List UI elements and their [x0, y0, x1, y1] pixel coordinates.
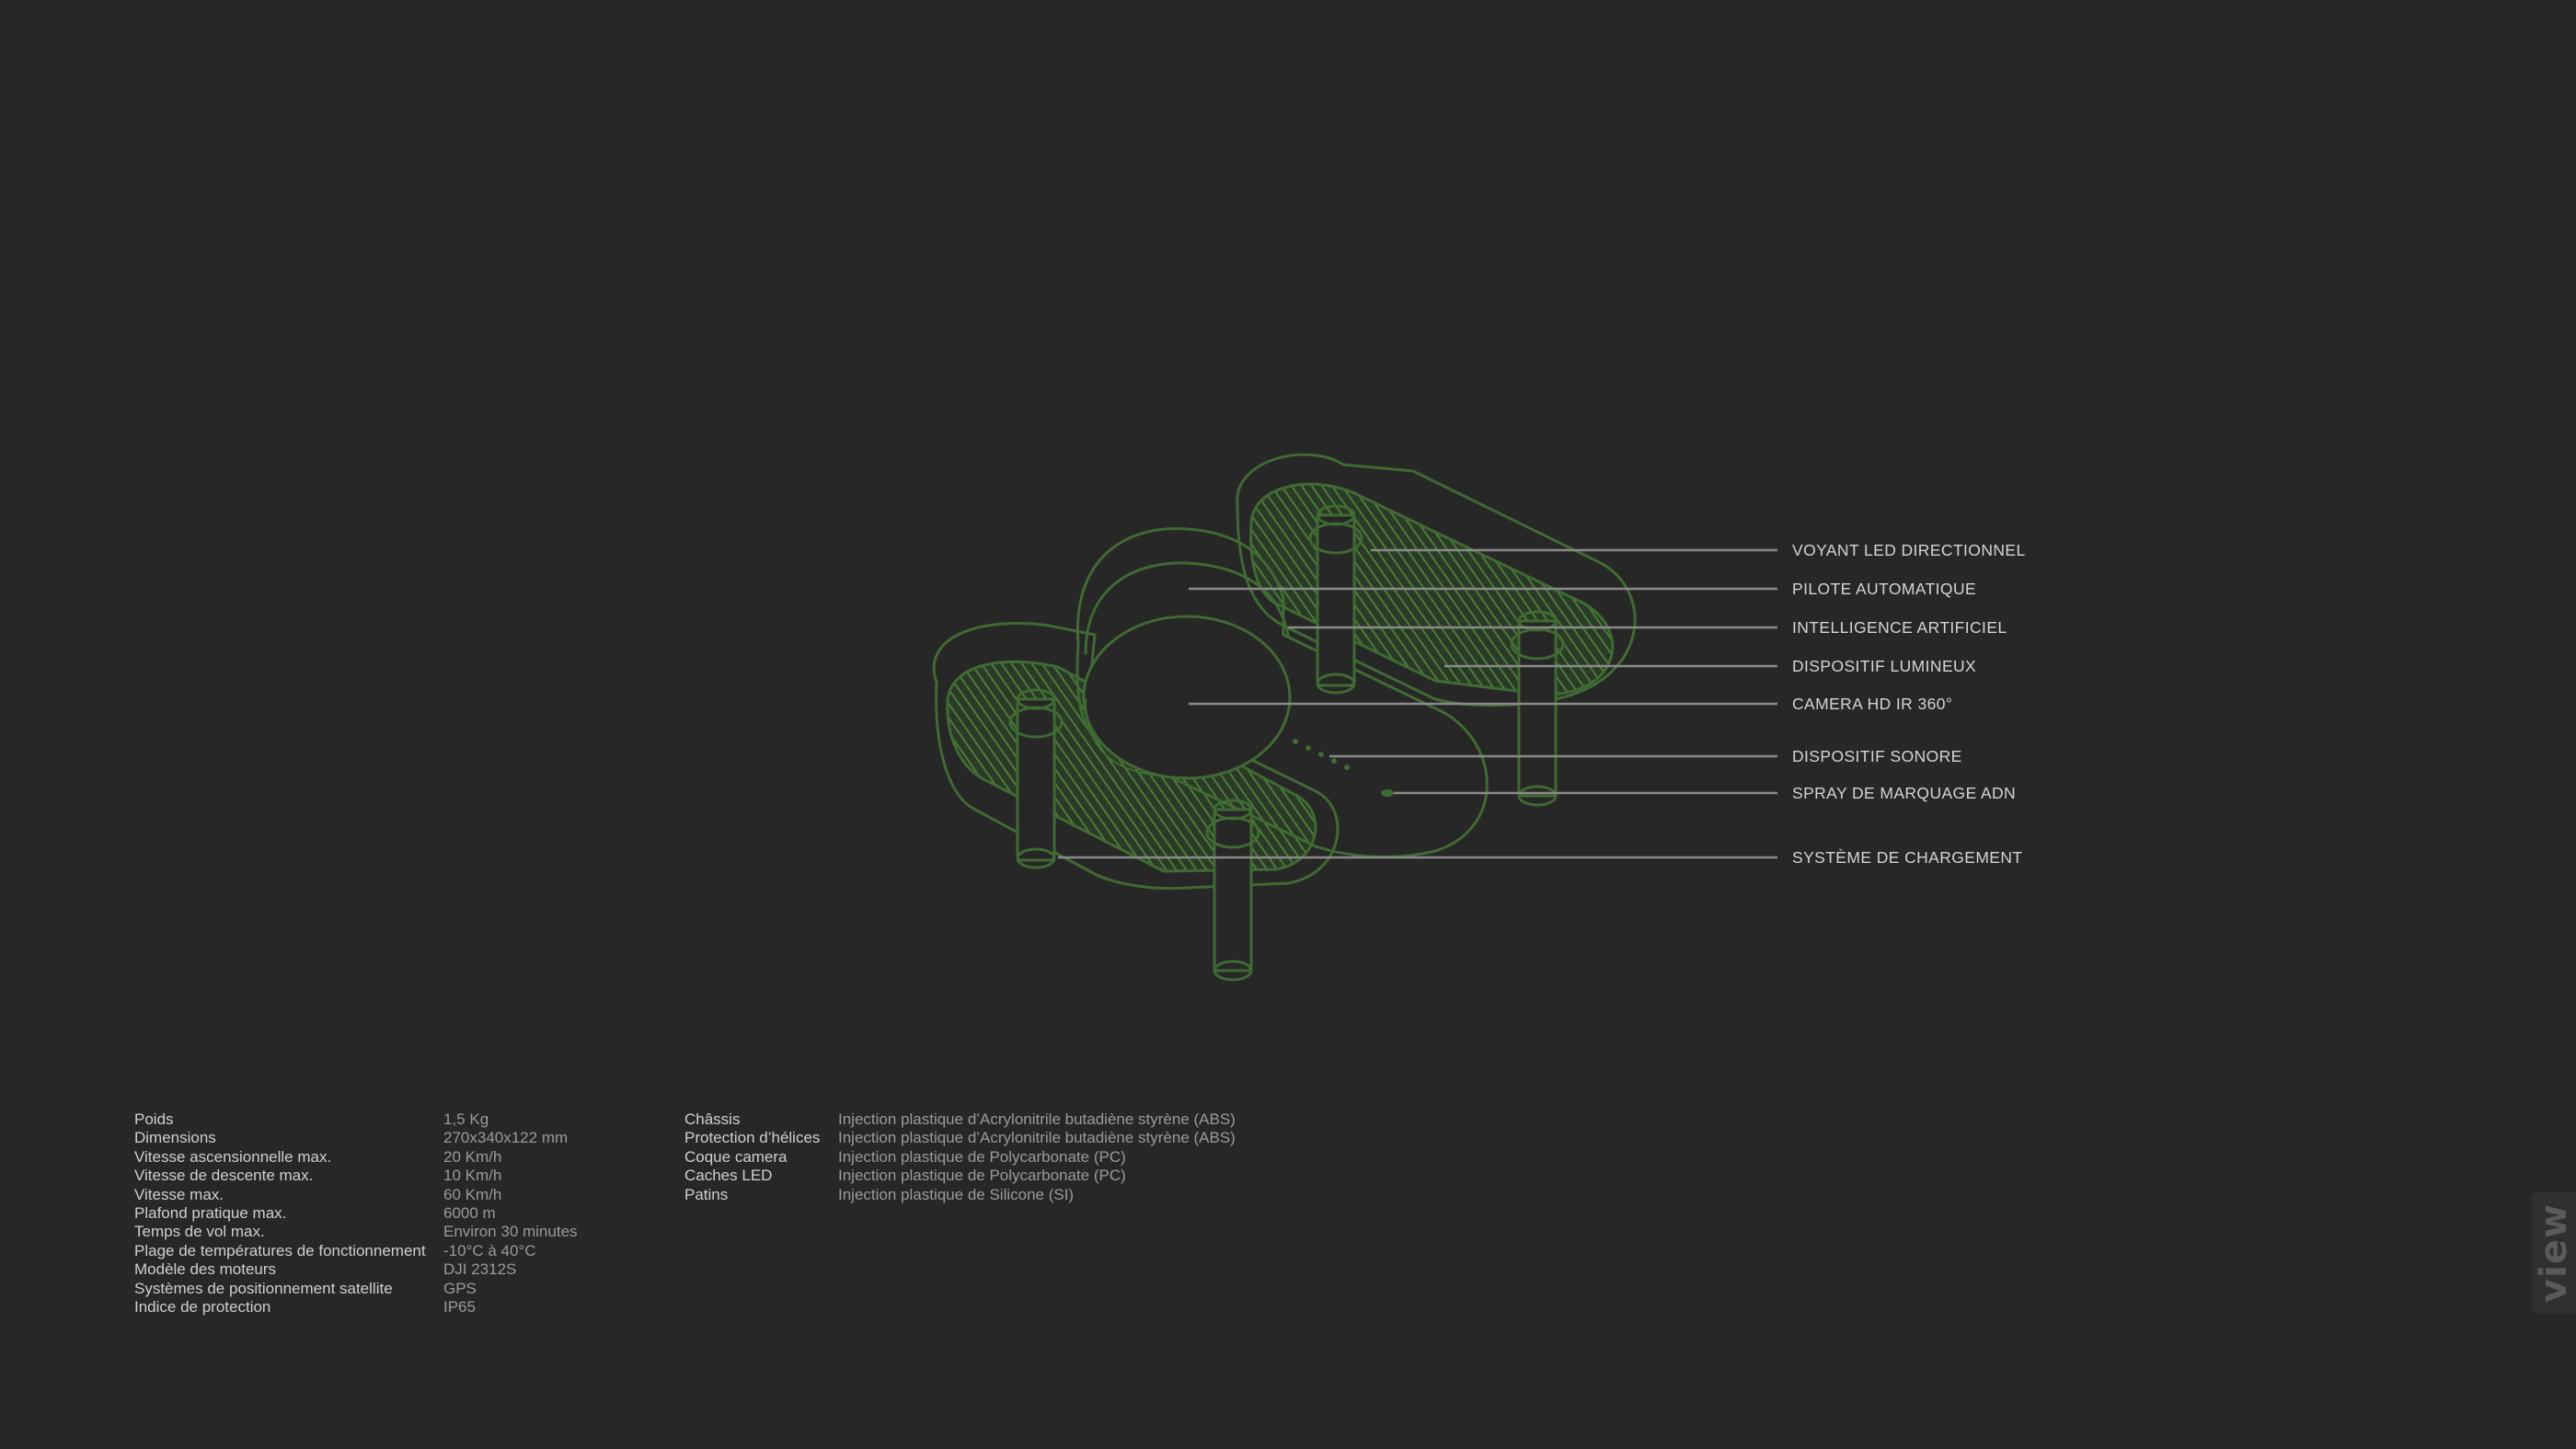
motor-post-left — [1016, 688, 1056, 869]
callout-led: VOYANT LED DIRECTIONNEL — [1792, 541, 2026, 559]
callout-ai: INTELLIGENCE ARTIFICIEL — [1792, 618, 2007, 637]
table-row: Poids 1,5 Kg — [134, 1110, 578, 1129]
callout-charging: SYSTÈME DE CHARGEMENT — [1792, 848, 2023, 867]
callout-autopilot: PILOTE AUTOMATIQUE — [1792, 580, 1977, 598]
table-row: Modèle des moteurs DJI 2312S — [134, 1260, 578, 1279]
table-row: Systèmes de positionnement satellite GPS — [134, 1280, 578, 1298]
material-key: Coque camera — [684, 1147, 788, 1166]
table-row: Protection d’hélices Injection plastique … — [684, 1129, 1236, 1147]
spec-value: IP65 — [443, 1298, 476, 1317]
spec-key: Poids — [134, 1110, 174, 1128]
spec-key: Temps de vol max. — [134, 1223, 265, 1241]
table-row: Châssis Injection plastique d’Acrylonitri… — [684, 1110, 1236, 1129]
table-row: Plafond pratique max. 6000 m — [134, 1204, 578, 1223]
spec-value: GPS — [443, 1279, 477, 1297]
motor-post-right — [1517, 610, 1558, 807]
material-value: Injection plastique de Silicone (SI) — [838, 1185, 1075, 1203]
spec-key: Vitesse ascensionnelle max. — [134, 1147, 332, 1166]
material-key: Patins — [684, 1185, 729, 1203]
spec-value: Environ 30 minutes — [443, 1223, 578, 1241]
spec-key: Indice de protection — [134, 1298, 271, 1317]
material-key: Châssis — [684, 1110, 741, 1128]
callout-light: DISPOSITIF LUMINEUX — [1792, 657, 1977, 675]
material-key: Protection d’hélices — [684, 1129, 821, 1147]
table-row: Coque camera Injection plastique de Polyc… — [684, 1148, 1236, 1167]
material-value: Injection plastique de Polycarbonate (PC… — [838, 1167, 1126, 1185]
callout-camera: CAMERA HD IR 360° — [1792, 695, 1953, 713]
material-value: Injection plastique de Polycarbonate (PC… — [838, 1147, 1126, 1166]
leader-lines — [1058, 548, 1777, 859]
spec-value: 1,5 Kg — [443, 1110, 489, 1128]
spec-value: 10 Km/h — [443, 1167, 502, 1185]
spec-key: Vitesse de descente max. — [134, 1167, 314, 1185]
camera-dome — [1082, 615, 1292, 780]
table-row: Plage de températures de fonctionnement-… — [134, 1242, 578, 1260]
table-row: Vitesse ascensionnelle max. 20 Km/h — [134, 1148, 578, 1167]
specs-table: Poids 1,5 Kg Dimensions 270x340x122 mm Vit… — [134, 1110, 578, 1317]
spec-value: -10°C à 40°C — [443, 1241, 536, 1259]
table-row: Indice de protection IP65 — [134, 1298, 578, 1317]
spec-value: 20 Km/h — [443, 1147, 502, 1166]
motor-post-rear-right — [1316, 504, 1356, 695]
rear-right-arm-outline — [1236, 453, 1637, 707]
spec-key: Plage de températures de fonctionnement — [134, 1241, 426, 1259]
material-value: Injection plastique d’Acrylonitrile buta… — [838, 1110, 1236, 1128]
spec-key: Modèle des moteurs — [134, 1260, 277, 1279]
spec-key: Dimensions — [134, 1129, 216, 1147]
table-row: Vitesse de descente max. 10 Km/h — [134, 1167, 578, 1185]
body-top-plate — [1084, 561, 1290, 655]
table-row: Dimensions 270x340x122 mm — [134, 1129, 578, 1147]
material-value: Injection plastique d’Acrylonitrile buta… — [838, 1129, 1236, 1147]
callout-sound: DISPOSITIF SONORE — [1792, 747, 1962, 765]
spec-value: 270x340x122 mm — [443, 1129, 569, 1147]
table-row: Caches LED Injection plastique de Polycar… — [684, 1167, 1236, 1185]
motor-post-front — [1213, 799, 1253, 982]
spec-key: Systèmes de positionnement satellite — [134, 1279, 393, 1297]
material-key: Caches LED — [684, 1167, 773, 1185]
left-arm-outline — [932, 622, 1340, 891]
table-row: Temps de vol max. Environ 30 minutes — [134, 1223, 578, 1241]
spec-key: Plafond pratique max. — [134, 1204, 287, 1223]
table-row: Patins Injection plastique de Silicone (S… — [684, 1186, 1236, 1204]
view-logo-tab[interactable]: view — [2532, 1192, 2576, 1314]
spec-key: Vitesse max. — [134, 1185, 224, 1203]
table-row: Vitesse max. 60 Km/h — [134, 1186, 578, 1204]
spec-value: 60 Km/h — [443, 1185, 502, 1203]
spec-value: DJI 2312S — [443, 1260, 517, 1279]
callout-spray: SPRAY DE MARQUAGE ADN — [1792, 784, 2017, 802]
spec-value: 6000 m — [443, 1204, 496, 1223]
view-logo-icon: view — [2533, 1203, 2575, 1303]
